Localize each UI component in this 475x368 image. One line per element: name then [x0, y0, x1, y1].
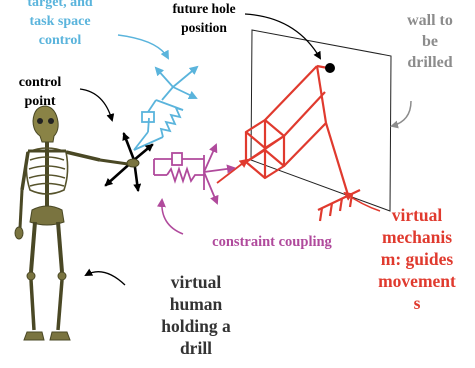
- future-hole-marker: [325, 63, 335, 73]
- control-pointer-arrow: [79, 88, 115, 122]
- target-pointer-arrow: [117, 34, 169, 60]
- mechanism-drive-arrow: [216, 158, 249, 184]
- control-point-label: control point: [18, 75, 62, 109]
- constraint-coupling: [153, 152, 205, 190]
- target-frame-arrows: [154, 65, 199, 101]
- mechanism-pointer-arrow: [343, 191, 381, 212]
- target-task-space-label: target, and task space control: [27, 0, 93, 48]
- virtual-mechanism-label: virtual mechanis m: guides movement s: [378, 205, 456, 313]
- constraint-coupling-label: constraint coupling: [212, 234, 332, 250]
- coupling-arrows: [203, 143, 236, 205]
- future-hole-label: future hole position: [172, 1, 236, 35]
- virtual-mechanism: [244, 64, 361, 222]
- hole-pointer-arrow: [244, 13, 322, 60]
- virtual-human-label: virtual human holding a drill: [161, 272, 231, 358]
- skeleton-figure: [14, 105, 140, 341]
- human-pointer-arrow: [84, 268, 126, 286]
- task-space-spring: [133, 99, 184, 151]
- wall-label: wall to be drilled: [407, 12, 453, 71]
- wall-plane: [250, 29, 392, 212]
- wall-pointer-arrow: [390, 100, 412, 129]
- constraint-pointer-arrow: [156, 198, 184, 235]
